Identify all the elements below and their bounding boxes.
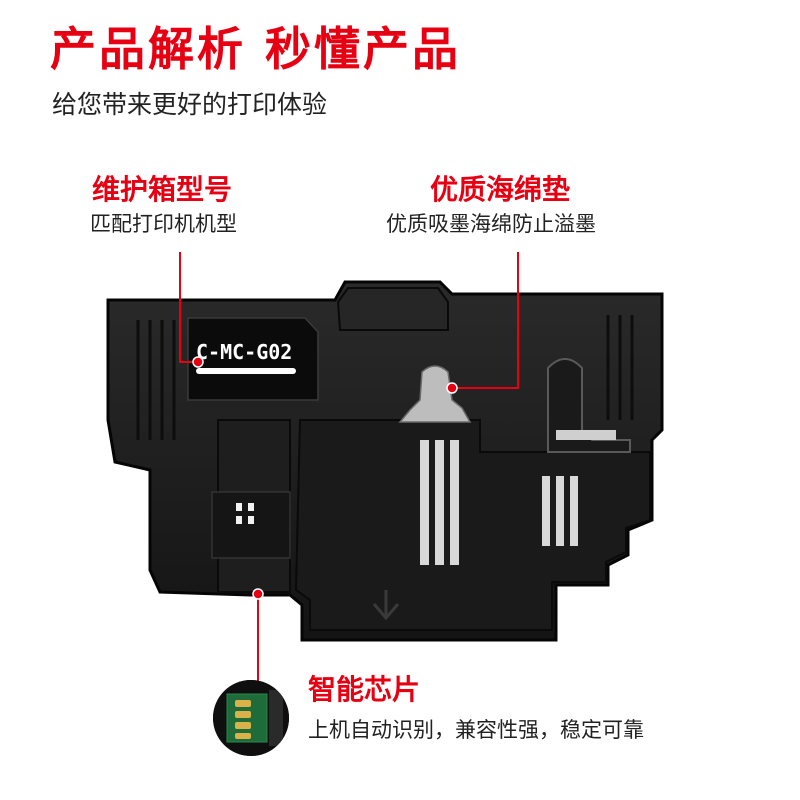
label-plate bbox=[187, 317, 319, 401]
sponge-slot-right bbox=[547, 358, 631, 453]
callout-model-description: 匹配打印机机型 bbox=[90, 212, 237, 236]
page-subtitle: 给您带来更好的打印体验 bbox=[52, 90, 328, 119]
model-label-text: C-MC-G02 bbox=[196, 340, 292, 364]
vent-bars-right bbox=[542, 476, 578, 546]
left-ribs bbox=[136, 320, 176, 440]
right-ribs bbox=[606, 315, 634, 420]
direction-arrow bbox=[372, 590, 400, 621]
page-title: 产品解析 秒懂产品 bbox=[50, 22, 462, 76]
chip-icon bbox=[213, 680, 289, 756]
leader-lines bbox=[179, 252, 519, 682]
lid-bump bbox=[336, 287, 449, 331]
sponge-strip-right bbox=[556, 430, 616, 440]
label-underline bbox=[196, 368, 296, 374]
chip-holes bbox=[236, 503, 254, 524]
callout-sponge-title: 优质海绵垫 bbox=[430, 173, 571, 206]
callout-sponge-description: 优质吸墨海绵防止溢墨 bbox=[386, 212, 596, 236]
chip-slot bbox=[211, 491, 291, 559]
leader-dots bbox=[192, 356, 458, 600]
vent-bars-center bbox=[420, 440, 459, 565]
callout-chip-description: 上机自动识别，兼容性强，稳定可靠 bbox=[308, 718, 644, 742]
sponge-slot-left bbox=[398, 365, 472, 423]
callout-model-title: 维护箱型号 bbox=[92, 173, 233, 206]
callout-chip-title: 智能芯片 bbox=[308, 673, 421, 706]
inner-tray bbox=[294, 419, 651, 631]
chip-zoom-badge bbox=[213, 680, 289, 756]
